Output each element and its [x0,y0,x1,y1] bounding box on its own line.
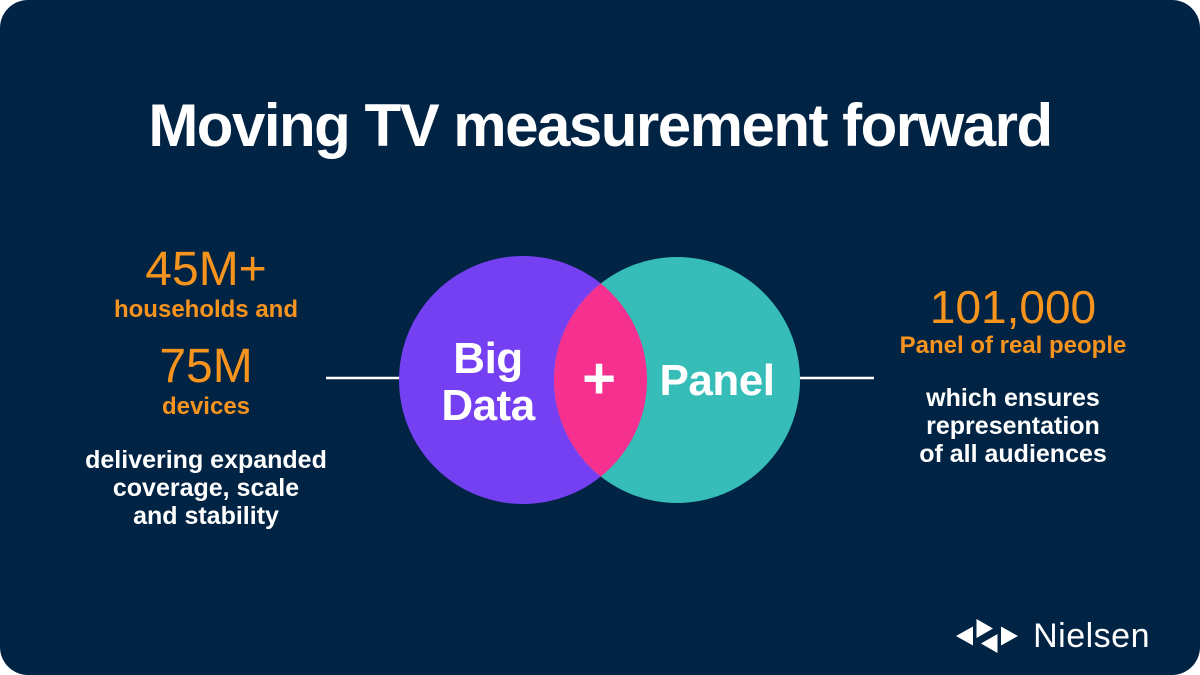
panel-label: Panel of real people [899,332,1127,359]
devices-count: 75M [159,340,253,394]
devices-label: devices [161,393,251,421]
nielsen-logo: Nielsen [956,619,1150,653]
big-data-circle-label: Big Data [441,334,535,430]
households-count: 45M+ [145,243,267,296]
nielsen-logo-icon [956,619,1019,653]
big-data-stats: 45M+ households and 75M devices deliveri… [66,246,346,530]
plus-operator: + [582,346,616,411]
panel-count: 101,000 [929,281,1097,333]
households-label: households and [113,296,298,323]
page-title: Moving TV measurement forward [148,92,1053,159]
panel-stats: 101,000 Panel of real people which ensur… [873,284,1153,468]
panel-description: which ensures representation of all audi… [919,384,1107,469]
intersection-shape [554,257,647,503]
big-data-description: delivering expanded coverage, scale and … [85,445,327,530]
panel-circle-label: Panel [659,356,775,405]
brand-name: Nielsen [1033,617,1150,655]
